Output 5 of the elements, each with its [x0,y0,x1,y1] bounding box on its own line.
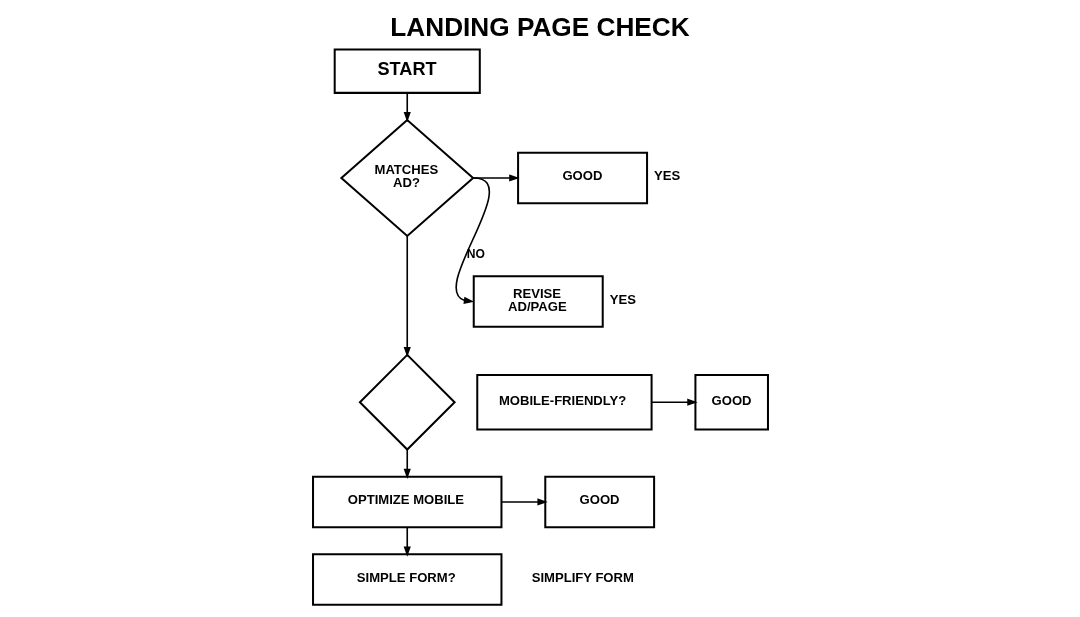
label: SIMPLIFY FORM [531,569,634,585]
node-label: YES [653,168,680,184]
edge-label: NO [466,246,485,261]
diagram-title: LANDING PAGE CHECK [389,12,690,43]
node-label: YES [609,291,636,307]
